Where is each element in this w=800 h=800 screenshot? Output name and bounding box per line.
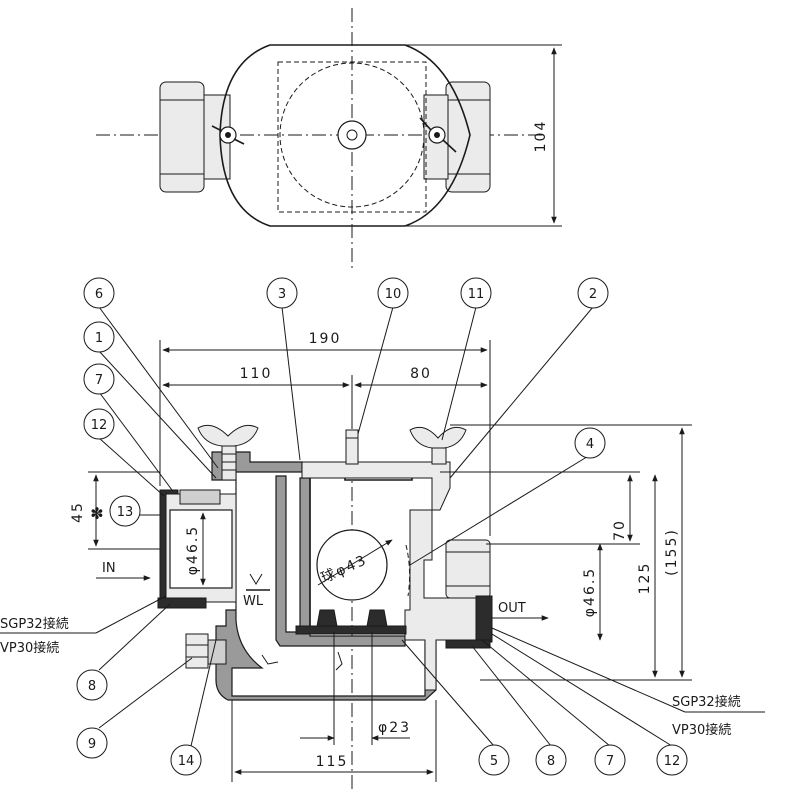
dim-drain-bore: φ23 [300, 720, 411, 741]
dim-125-label: 125 [637, 562, 653, 595]
svg-text:7: 7 [95, 373, 103, 388]
section-bolt-10-icon [345, 429, 359, 465]
water-level-label: WL [243, 594, 264, 609]
dim-horizontal-top: 190 110 80 [159, 331, 491, 536]
flow-hint-left [261, 654, 279, 665]
svg-text:8: 8 [88, 679, 96, 694]
part-bubble: 9 [76, 727, 108, 759]
part-bubble: 6 [83, 277, 115, 309]
top-left-wing-bolt-icon [211, 125, 245, 145]
part-bubble: 14 [170, 744, 202, 776]
dim-top-height: 104 [405, 44, 562, 227]
left-connection-labels: SGP32接続 VP30接続 [0, 595, 167, 656]
svg-text:14: 14 [178, 754, 195, 769]
dim-vertical-right: (155) 125 70 [440, 424, 692, 681]
svg-text:1: 1 [95, 331, 103, 346]
dim-190-label: 190 [309, 331, 342, 347]
svg-text:11: 11 [468, 287, 485, 302]
top-center-plug [337, 120, 367, 150]
left-sgp-label: SGP32接続 [0, 616, 69, 632]
dim-70-label: 70 [612, 519, 628, 541]
svg-text:8: 8 [547, 754, 555, 769]
part-bubble: 10 [377, 277, 409, 309]
bubble-leaders [98, 306, 673, 747]
dim-110-label: 110 [240, 366, 273, 382]
right-connection-labels: SGP32接続 VP30接続 [491, 627, 765, 738]
section-wing-bolt-right-icon [409, 426, 467, 465]
svg-text:13: 13 [117, 505, 134, 520]
part-bubble: 7 [83, 363, 115, 395]
top-view: 104 [96, 8, 562, 270]
drain-plug-icon [185, 633, 227, 669]
outlet-union [445, 539, 493, 649]
part-bubble: 4 [574, 427, 606, 459]
svg-text:7: 7 [606, 754, 614, 769]
top-hidden-square [277, 61, 427, 213]
svg-text:4: 4 [586, 437, 594, 452]
dim-inlet-bore: φ46.5 [185, 512, 206, 586]
special-mark: ✽ [90, 504, 103, 523]
part-bubble: 8 [76, 669, 108, 701]
svg-text:9: 9 [88, 737, 96, 752]
left-vp-label: VP30接続 [0, 640, 59, 656]
part-bubble: 12 [656, 744, 688, 776]
section-view: WL IN OUT 190 110 80 [0, 277, 765, 790]
part-bubble: 2 [577, 277, 609, 309]
dim-80-label: 80 [410, 366, 432, 382]
flow-hint-center [335, 651, 343, 671]
svg-text:12: 12 [664, 754, 681, 769]
part-bubble: 1 [83, 321, 115, 353]
part-bubble: 3 [266, 277, 298, 309]
seat-gasket [295, 625, 407, 635]
part-bubble: 5 [478, 744, 510, 776]
water-level-mark [249, 573, 263, 585]
svg-text:10: 10 [385, 287, 402, 302]
dim-115-label: 115 [316, 754, 349, 770]
float-arm-hidden [405, 544, 411, 597]
part-bubble: 13 [109, 495, 141, 527]
inlet-flow: IN [96, 561, 151, 581]
dim-45-label: 45 [70, 501, 86, 523]
dim-155-label: (155) [664, 528, 680, 576]
dim-port-height: 45 ✽ [70, 471, 160, 550]
svg-text:5: 5 [490, 754, 498, 769]
right-sgp-label: SGP32接続 [672, 694, 741, 710]
top-right-wing-bolt-icon [419, 117, 457, 153]
part-bubble: 12 [83, 408, 115, 440]
svg-text:6: 6 [95, 287, 103, 302]
inlet-bore-label: φ46.5 [185, 525, 201, 575]
dim-104-label: 104 [533, 120, 549, 153]
outlet-bore-label: φ46.5 [582, 567, 598, 617]
section-wing-bolt-left-icon [197, 424, 259, 481]
dim-base-width: 115 [231, 700, 437, 782]
float-ball [316, 529, 388, 601]
part-bubble: 8 [535, 744, 567, 776]
drain-bore-label: φ23 [378, 720, 411, 736]
part-bubble: 7 [594, 744, 626, 776]
svg-text:12: 12 [91, 418, 108, 433]
dim-outlet-bore: φ46.5 [582, 543, 603, 641]
outlet-body [404, 509, 481, 691]
top-hidden-circle [279, 62, 425, 208]
part-bubble: 11 [460, 277, 492, 309]
inlet-label: IN [102, 561, 116, 576]
outlet-label: OUT [498, 601, 526, 616]
svg-text:3: 3 [278, 287, 286, 302]
outlet-flow: OUT [492, 601, 549, 621]
right-vp-label: VP30接続 [672, 722, 731, 738]
svg-text:2: 2 [589, 287, 597, 302]
lid-body [301, 461, 451, 511]
